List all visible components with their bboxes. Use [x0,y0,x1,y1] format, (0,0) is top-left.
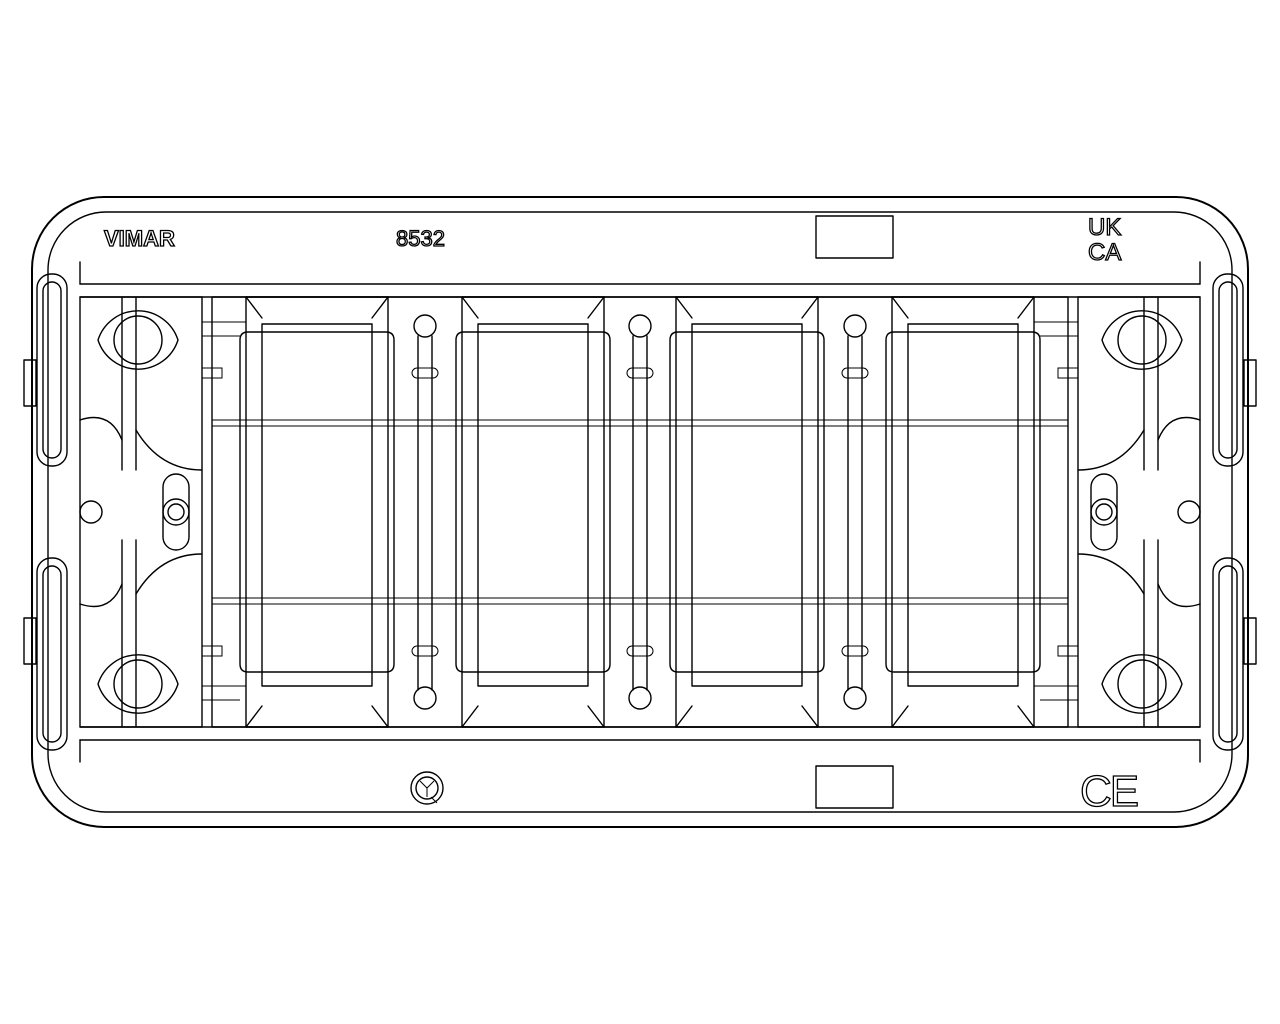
pin-bottom-3 [843,686,867,710]
ukca-mark-bottom: CA [1088,239,1121,266]
right-hole-icon [1177,500,1201,524]
right-clips [1212,273,1257,751]
pin-bottom-2 [628,686,652,710]
brand-label: VIMAR [104,226,175,251]
module-slot-3 [669,296,825,728]
right-side-block [1077,296,1201,728]
divider-2 [626,314,654,710]
ce-mark: CE [1080,767,1138,816]
divider-3 [841,314,869,710]
module-area-tabs [201,321,1079,701]
certification-seal-icon [410,771,444,805]
left-screw-icon [162,473,190,551]
left-hole-icon [79,500,103,524]
ukca-mark: UK CA [1087,213,1122,266]
module-area [211,296,1069,728]
right-screw-icon [1090,473,1118,551]
left-clips [23,273,68,751]
pin-top-3 [843,314,867,338]
module-slot-1 [239,296,395,728]
pin-top-2 [628,314,652,338]
top-slot [815,215,894,259]
frame-outline [31,196,1249,828]
bottom-slot [815,765,894,809]
top-band [79,215,1201,298]
module-slot-4 [885,296,1041,728]
bottom-band [79,726,1201,809]
model-number: 8532 [396,226,445,251]
module-slot-2 [455,296,611,728]
divider-1 [411,314,439,710]
pin-top-1 [413,314,437,338]
left-side-block [79,296,203,728]
pin-bottom-1 [413,686,437,710]
ukca-mark-top: UK [1088,214,1121,241]
